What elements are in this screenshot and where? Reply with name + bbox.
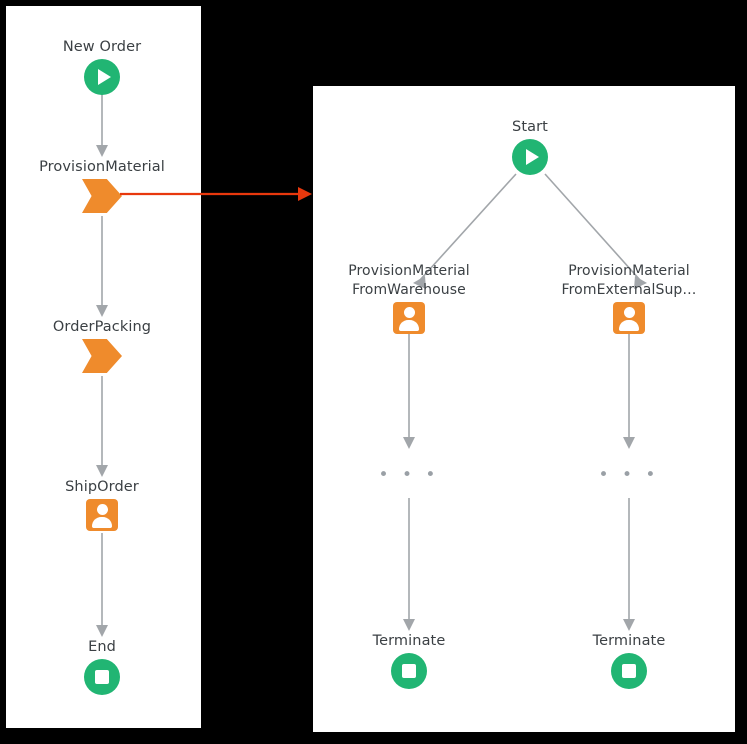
node-end-label: End (88, 639, 116, 655)
main-process-panel[interactable]: New Order ProvisionMaterial OrderPacking… (6, 6, 201, 728)
node-collapsed-steps-external[interactable]: • • • (544, 465, 714, 485)
node-order-packing[interactable]: OrderPacking (17, 318, 187, 373)
node-end[interactable]: End (17, 638, 187, 695)
node-ship-order[interactable]: ShipOrder (17, 478, 187, 531)
node-order-packing-label: OrderPacking (52, 319, 152, 335)
subprocess-chevron-icon[interactable] (17, 339, 187, 373)
end-stop-icon[interactable] (17, 659, 187, 695)
end-stop-icon[interactable] (324, 653, 494, 689)
start-play-icon[interactable] (445, 139, 615, 175)
node-terminate-external-label: Terminate (592, 633, 666, 649)
node-provision-material-label: ProvisionMaterial (39, 159, 165, 175)
node-start[interactable]: Start (445, 118, 615, 175)
start-play-icon[interactable] (17, 59, 187, 95)
node-provision-material[interactable]: ProvisionMaterial (17, 158, 187, 213)
node-terminate-warehouse-label: Terminate (372, 633, 446, 649)
node-new-order[interactable]: New Order (17, 38, 187, 95)
user-task-icon[interactable] (17, 499, 187, 531)
subprocess-panel[interactable]: Start ProvisionMaterial FromWarehouse Pr… (313, 86, 735, 732)
user-task-icon[interactable] (544, 302, 714, 334)
ellipsis-icon: • • • (598, 465, 660, 485)
node-provision-material-from-warehouse[interactable]: ProvisionMaterial FromWarehouse (324, 262, 494, 334)
node-terminate-external[interactable]: Terminate (544, 632, 714, 689)
node-provision-material-from-external-supplier[interactable]: ProvisionMaterial FromExternalSup… (544, 262, 714, 334)
node-provision-material-from-warehouse-label: ProvisionMaterial FromWarehouse (348, 263, 470, 298)
node-ship-order-label: ShipOrder (65, 479, 139, 495)
end-stop-icon[interactable] (544, 653, 714, 689)
subprocess-chevron-icon[interactable] (17, 179, 187, 213)
node-collapsed-steps-warehouse[interactable]: • • • (324, 465, 494, 485)
node-provision-material-from-external-supplier-label: ProvisionMaterial FromExternalSup… (561, 263, 697, 298)
node-new-order-label: New Order (62, 39, 142, 55)
node-start-label: Start (512, 119, 548, 135)
node-terminate-warehouse[interactable]: Terminate (324, 632, 494, 689)
user-task-icon[interactable] (324, 302, 494, 334)
ellipsis-icon: • • • (378, 465, 440, 485)
